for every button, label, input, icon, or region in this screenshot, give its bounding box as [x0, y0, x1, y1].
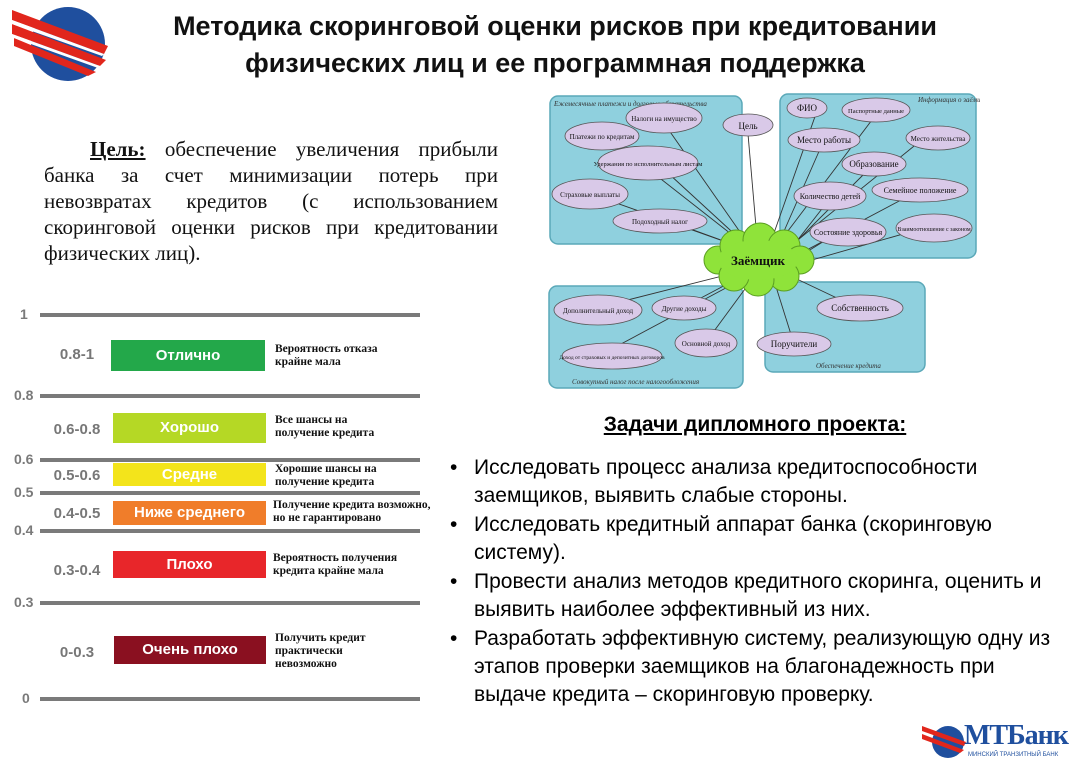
goal-label: Цель:: [90, 137, 146, 161]
bank-logo-name: МТБанк: [964, 720, 1069, 751]
node-education: Образование: [849, 159, 898, 169]
band-description: Вероятность отказа крайне мала: [275, 343, 378, 368]
node-main-income: Основной доход: [682, 340, 731, 348]
task-item: • Исследовать кредитный аппарат банка (ск…: [448, 511, 1068, 567]
tick-0-5: 0.5: [14, 484, 34, 500]
title-line-1: Методика скоринговой оценки рисков при к…: [173, 11, 937, 41]
svg-text:Совокупный налог после налогоо: Совокупный налог после налогообложения: [572, 378, 699, 386]
page-title: Методика скоринговой оценки рисков при к…: [120, 8, 990, 82]
band-badge-good: Хорошо: [113, 413, 266, 443]
band-description: Хорошие шансы на получение кредита: [275, 463, 377, 488]
node-passport: Паспортные данные: [848, 108, 904, 115]
scale-line-1: [40, 313, 420, 317]
band-badge-excellent: Отлично: [111, 340, 265, 371]
node-health: Состояние здоровья: [814, 228, 883, 237]
scale-line-0-5: [40, 491, 420, 495]
bank-logo-subtitle: МИНСКИЙ ТРАНЗИТНЫЙ БАНК: [968, 752, 1059, 758]
node-enforcement-deductions: Удержания по исполнительным листам: [594, 161, 703, 168]
tick-1: 1: [20, 306, 28, 322]
task-item: • Провести анализ методов кредитного скор…: [448, 568, 1068, 624]
node-residence: Место жительства: [911, 135, 967, 143]
scale-line-0: [40, 697, 420, 701]
bullet-icon: •: [450, 570, 458, 593]
tick-0-6: 0.6: [14, 451, 34, 467]
task-text: Провести анализ методов кредитного скори…: [474, 570, 1042, 621]
goal-paragraph: Цель: обеспечение увеличения прибыли бан…: [44, 136, 498, 266]
goal-text: обеспечение увеличения прибыли банка за …: [44, 137, 498, 265]
bank-emblem-top: [8, 2, 114, 84]
task-text: Исследовать кредитный аппарат банка (ско…: [474, 513, 992, 564]
node-income-tax: Подоходный налог: [632, 218, 688, 226]
scale-line-0-4: [40, 529, 420, 533]
node-goal: Цель: [738, 121, 757, 131]
band-description: Вероятность получения кредита крайне мал…: [273, 552, 398, 577]
node-law: Взаимоотношение с законом: [897, 227, 971, 233]
node-other-income: Другие доходы: [662, 305, 707, 313]
bullet-icon: •: [450, 627, 458, 650]
svg-text:Заёмщик: Заёмщик: [731, 253, 785, 268]
band-range: 0.4-0.5: [53, 505, 101, 522]
tick-0-3: 0.3: [14, 594, 34, 610]
node-fio: ФИО: [797, 103, 818, 113]
band-range: 0.3-0.4: [53, 562, 101, 579]
band-badge-average: Средне: [113, 463, 266, 486]
band-badge-below-average: Ниже среднего: [113, 501, 266, 525]
band-range: 0.8-1: [59, 346, 95, 363]
node-marital: Семейное положение: [884, 186, 957, 195]
task-item: • Исследовать процесс анализа кредитоспос…: [448, 454, 1068, 510]
caption-top-right: Информация о заёмщике: [917, 96, 980, 104]
node-workplace: Место работы: [797, 135, 851, 145]
band-range: 0.6-0.8: [53, 421, 101, 438]
node-guarantors: Поручители: [771, 339, 818, 349]
caption-bottom-left: Совокупный налог после налогообложения: [572, 378, 699, 386]
tasks-list: • Исследовать процесс анализа кредитоспос…: [448, 454, 1068, 710]
scale-line-0-6: [40, 458, 420, 462]
tick-0-4: 0.4: [14, 522, 34, 538]
band-badge-bad: Плохо: [113, 551, 266, 578]
band-description: Все шансы на получение кредита: [275, 414, 375, 439]
node-children: Количество детей: [800, 192, 861, 201]
tasks-heading: Задачи дипломного проекта:: [603, 413, 907, 436]
band-badge-very-bad: Очень плохо: [114, 636, 266, 664]
node-loan-payments: Платежи по кредитам: [570, 133, 635, 141]
bullet-icon: •: [450, 456, 458, 479]
caption-top-left: Ежемесячные платежи и долговые обязатель…: [553, 100, 707, 108]
borrower-diagram: Ежемесячные платежи и долговые обязатель…: [546, 90, 992, 394]
scale-line-0-3: [40, 601, 420, 605]
task-text: Исследовать процесс анализа кредитоспосо…: [474, 456, 978, 507]
center-label: Заёмщик: [731, 253, 785, 268]
scale-line-0-8: [40, 394, 420, 398]
caption-bottom-right: Обеспечение кредита: [816, 362, 881, 370]
node-insurance: Страховые выплаты: [560, 191, 620, 199]
band-description: Получить кредит практически невозможно: [275, 632, 366, 670]
svg-text:Обеспечение кредита: Обеспечение кредита: [816, 362, 881, 370]
tick-0-8: 0.8: [14, 387, 34, 403]
task-item: • Разработать эффективную систему, реализ…: [448, 625, 1068, 709]
band-description: Получение кредита возможно, но не гарант…: [273, 499, 431, 524]
band-range: 0.5-0.6: [53, 467, 101, 484]
tick-0: 0: [22, 690, 30, 706]
node-insurance-deposit-income: Доход от страховых и депозитных договоро…: [559, 355, 665, 361]
svg-text:Информация о заёмщике: Информация о заёмщике: [917, 96, 980, 104]
bank-logo: МТБанк МИНСКИЙ ТРАНЗИТНЫЙ БАНК: [920, 718, 1069, 764]
svg-text:Ежемесячные платежи и долговые: Ежемесячные платежи и долговые обязатель…: [553, 100, 707, 108]
node-additional-income: Дополнительный доход: [563, 307, 634, 315]
node-property: Собственность: [831, 303, 889, 313]
node-property-tax: Налоги на имущество: [631, 115, 697, 123]
borrower-center-node: [703, 222, 815, 297]
title-line-2: физических лиц и ее программная поддержк…: [245, 48, 865, 78]
bullet-icon: •: [450, 513, 458, 536]
task-text: Разработать эффективную систему, реализу…: [474, 627, 1051, 706]
bank-logo-emblem-icon: [922, 726, 966, 758]
band-range: 0-0.3: [59, 644, 95, 661]
